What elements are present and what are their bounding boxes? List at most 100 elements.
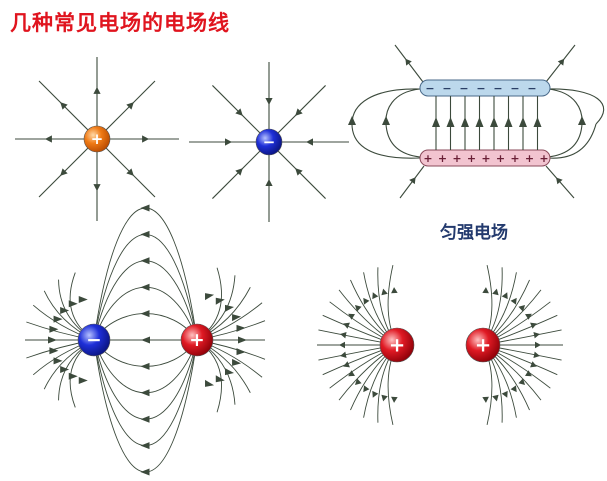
positive-field-arrow (142, 135, 150, 143)
dipole-arc (93, 260, 198, 341)
like-charge-arrow (533, 331, 540, 339)
uniform-arrow (475, 117, 484, 127)
dipole-arrow (236, 324, 246, 332)
negative-field-arrow (265, 98, 273, 105)
dipole-arrow (140, 415, 150, 423)
uniform-arrow (533, 117, 542, 127)
like-charge-arrow (518, 378, 526, 385)
like-charge-arrow (348, 370, 356, 377)
uniform-field-caption: 匀强电场 (440, 223, 508, 243)
corner-arrow (409, 177, 416, 185)
like-charge-arrow (492, 288, 499, 296)
negative-field-arrow (295, 108, 303, 116)
positive-plate-sign: + (525, 152, 534, 165)
dipole-arrow (49, 325, 59, 333)
like-charge-arrow (363, 385, 370, 393)
positive-plate-sign: + (438, 152, 447, 165)
dipole-arc (93, 339, 198, 420)
fringe-arrow (382, 116, 390, 125)
dipole-arrow (68, 372, 78, 380)
like-charge-arrow (381, 288, 388, 296)
uniform-field-plates: −−−−−−−+++++++++ (348, 44, 605, 199)
negative-plate-sign: − (510, 82, 519, 95)
fringe-arrow (578, 116, 586, 125)
like-charge-arrow (524, 313, 532, 320)
dipole-arrow (60, 366, 70, 374)
positive-plate-sign: + (496, 152, 505, 165)
like-charge-arrow (343, 322, 350, 329)
dipole-positive-charge (180, 323, 214, 357)
dipole-arrow (236, 348, 246, 356)
positive-field-arrow (126, 102, 134, 110)
like-charge-arrow (354, 305, 362, 312)
like-charge-arrow (381, 394, 388, 402)
positive-field-line (38, 138, 98, 198)
dipole-arrow (140, 230, 150, 238)
single-positive-charge-field: + (15, 57, 179, 221)
negative-field-arrow (235, 168, 243, 176)
dipole-arrow (78, 376, 88, 384)
like-charge-arrow (530, 361, 537, 368)
positive-plate-sign: + (423, 152, 432, 165)
like-charge-arrow (533, 351, 540, 359)
like-charge-arrow (518, 305, 526, 312)
dipole-negative-charge (77, 323, 111, 357)
dipole-arrow (78, 296, 88, 304)
dipole-arrow (140, 389, 150, 397)
fringe-line (547, 88, 583, 158)
uniform-arrow (504, 117, 513, 127)
dipole-arrow (140, 310, 150, 318)
dipole-arrow (140, 257, 150, 265)
like-left-positive-charge (379, 327, 415, 363)
like-right-positive-charge-sign: + (475, 333, 491, 356)
dipole-arrow (205, 379, 215, 387)
uniform-arrow (446, 117, 455, 127)
dipole-arrow (48, 336, 57, 344)
fringe-line (385, 88, 421, 158)
positive-plate-sign: + (467, 152, 476, 165)
like-charge-arrow (340, 351, 347, 359)
like-charge-arrow (363, 297, 370, 305)
like-charge-arrow (391, 396, 398, 403)
corner-arrow (557, 58, 565, 66)
like-charge-arrow (492, 394, 499, 402)
positive-plate-sign: + (510, 152, 519, 165)
positive-plate-sign: + (452, 152, 461, 165)
uniform-arrow (490, 117, 498, 127)
dipole-arrow (238, 336, 247, 344)
like-charge-arrow (372, 390, 379, 398)
dipole-negative-charge-sign: − (86, 330, 101, 351)
like-charge-arrow (372, 292, 379, 300)
negative-plate-sign: − (527, 82, 536, 95)
dipole-arrow (140, 362, 150, 370)
dipole-arrow (215, 375, 225, 383)
positive-field-arrow (60, 102, 68, 110)
like-charges-field: ++ (317, 265, 563, 425)
positive-field-line (38, 80, 98, 140)
negative-field-arrow (295, 168, 303, 176)
like-charge-arrow (501, 292, 508, 300)
uniform-arrow (519, 117, 527, 127)
negative-plate-sign: − (442, 82, 451, 95)
uniform-arrow (461, 117, 469, 127)
like-charge-arrow (339, 341, 345, 349)
dipole-arrow (232, 358, 242, 366)
negative-plate-sign: − (459, 82, 468, 95)
negative-charge-sign: − (263, 133, 276, 151)
dipole-arrow (53, 315, 63, 323)
dipole-arrow (215, 297, 225, 305)
dipole-positive-charge-sign: + (189, 330, 204, 351)
negative-plate-sign: − (425, 82, 434, 95)
negative-plate-sign: − (493, 82, 502, 95)
page-title: 几种常见电场的电场线 (10, 11, 230, 35)
negative-charge (255, 128, 283, 156)
uniform-arrow (432, 117, 440, 127)
positive-charge (83, 125, 111, 153)
positive-field-line (96, 138, 156, 198)
like-charge-arrow (482, 287, 489, 294)
dipole-arrow (53, 357, 63, 365)
like-right-positive-charge (465, 327, 501, 363)
negative-plate-sign: − (476, 82, 485, 95)
like-charge-arrow (510, 385, 517, 393)
